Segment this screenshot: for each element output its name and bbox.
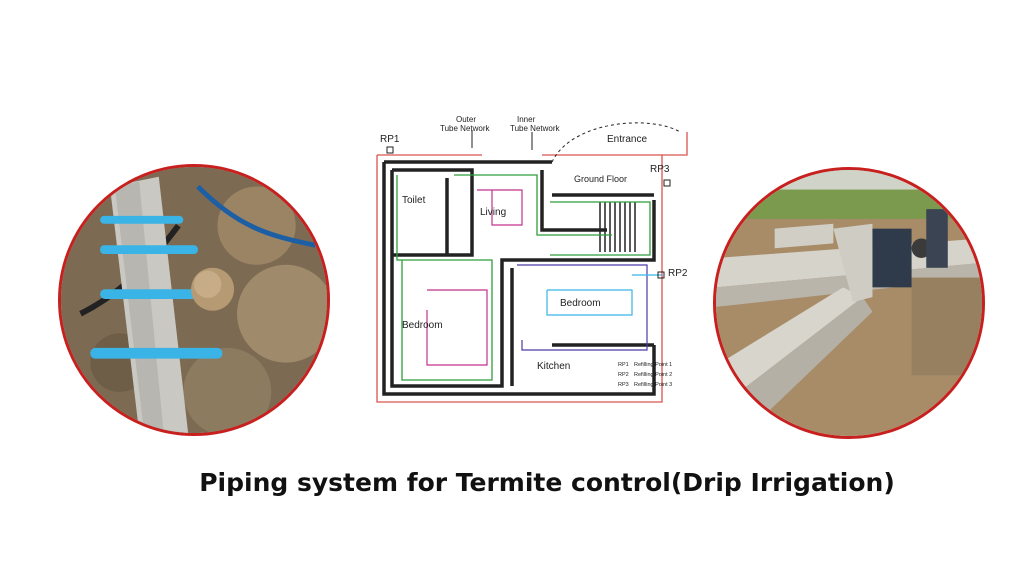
outer-network-label-1: Outer — [456, 115, 476, 124]
legend-rp3-text: Refilling Point 3 — [634, 382, 672, 388]
foundation-trench-photo — [713, 167, 985, 439]
rp1-label: RP1 — [380, 134, 400, 145]
legend-rp3-code: RP3 — [618, 382, 629, 388]
caption-title: Piping system for Termite control(Drip I… — [199, 468, 895, 497]
floor-plan-diagram: Outer Tube Network Inner Tube Network RP… — [362, 110, 708, 410]
bedroom-right-label: Bedroom — [560, 298, 601, 309]
entrance-label: Entrance — [607, 134, 647, 145]
foundation-trench-illustration — [716, 170, 982, 436]
legend-rp1-text: Refilling Point 1 — [634, 362, 672, 368]
kitchen-label: Kitchen — [537, 361, 570, 372]
legend-rp2-code: RP2 — [618, 372, 629, 378]
living-label: Living — [480, 207, 506, 218]
rp3-label: RP3 — [650, 164, 670, 175]
foundation-pipes-photo — [58, 164, 330, 436]
outer-network-label-2: Tube Network — [440, 124, 491, 133]
legend-rp2-text: Refilling Point 2 — [634, 372, 672, 378]
inner-network-label-1: Inner — [517, 115, 536, 124]
ground-floor-label: Ground Floor — [574, 174, 627, 184]
rp2-label: RP2 — [668, 268, 688, 279]
legend-rp1-code: RP1 — [618, 362, 629, 368]
foundation-pipes-illustration — [61, 167, 327, 433]
inner-network-label-2: Tube Network — [510, 124, 561, 133]
piping-floor-plan: Outer Tube Network Inner Tube Network RP… — [362, 110, 708, 410]
bedroom-left-label: Bedroom — [402, 320, 443, 331]
toilet-label: Toilet — [402, 195, 426, 206]
